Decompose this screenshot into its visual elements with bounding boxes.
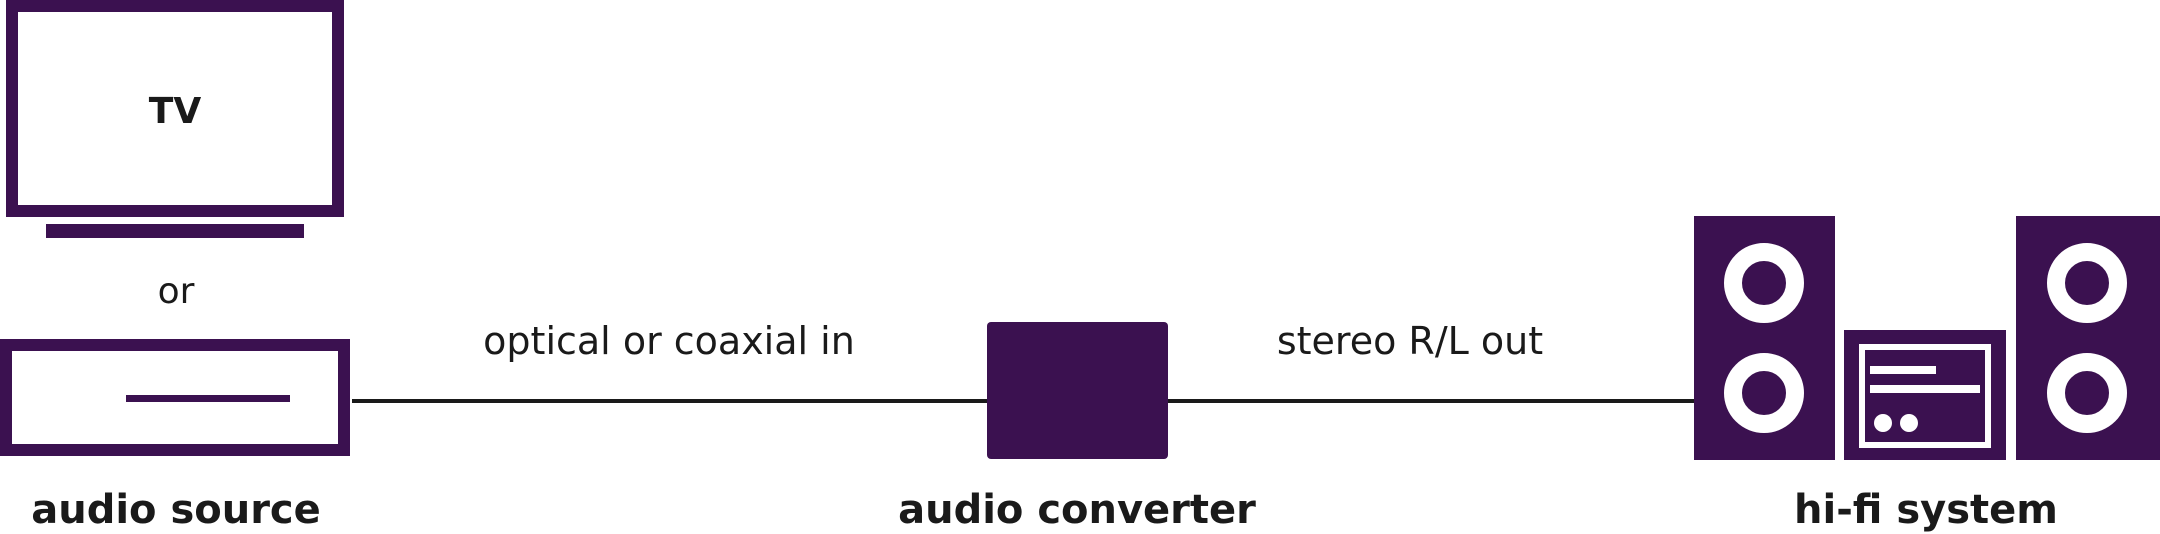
left-speaker-icon — [1694, 216, 1835, 460]
output-connection-label: stereo R/L out — [1277, 319, 1543, 363]
audio-converter-box — [987, 322, 1168, 459]
audio-converter-label: audio converter — [898, 487, 1256, 533]
set-top-box-icon — [0, 339, 350, 456]
tv-icon — [6, 0, 344, 238]
audio-source-label: audio source — [31, 487, 321, 533]
hifi-system-label: hi-fi system — [1794, 487, 2058, 533]
right-speaker-icon — [2016, 216, 2160, 460]
or-label: or — [158, 271, 195, 312]
input-connection-label: optical or coaxial in — [483, 319, 855, 363]
tv-label: TV — [149, 91, 202, 132]
amplifier-icon — [1844, 330, 2006, 460]
